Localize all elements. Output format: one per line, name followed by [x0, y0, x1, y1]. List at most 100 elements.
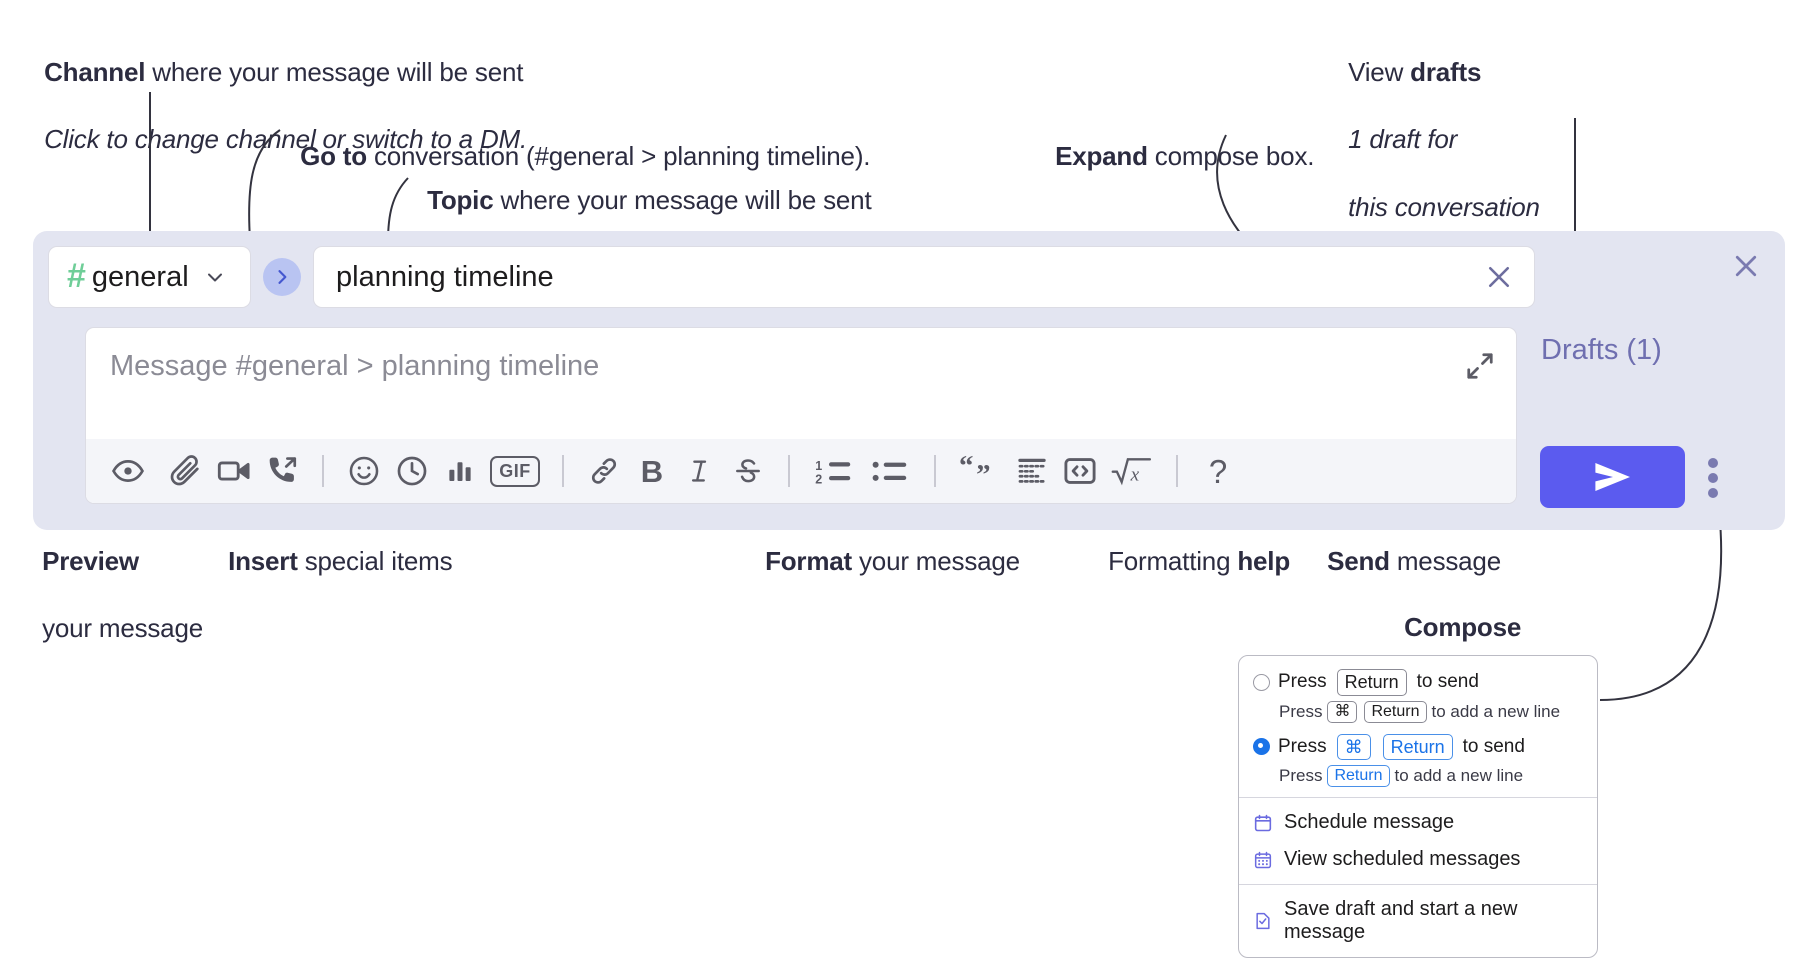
- kebab-dot: [1708, 473, 1718, 483]
- emoji-icon[interactable]: [340, 447, 388, 495]
- annotation-help-bold: help: [1237, 545, 1291, 576]
- formatting-toolbar: GIF B: [86, 439, 1516, 503]
- go-to-conversation-button[interactable]: [263, 258, 301, 296]
- topic-value: planning timeline: [336, 260, 554, 293]
- key-return: Return: [1336, 669, 1407, 696]
- toolbar-divider: [562, 455, 564, 487]
- question-mark-icon[interactable]: ?: [1194, 447, 1242, 495]
- menu-item-save-draft[interactable]: Save draft and start a new message: [1239, 891, 1597, 951]
- toolbar-divider: [1176, 455, 1178, 487]
- kebab-dot: [1708, 488, 1718, 498]
- huddle-phone-icon[interactable]: [258, 447, 306, 495]
- key-return: Return: [1364, 700, 1427, 723]
- annotation-goto-bold: Go to: [300, 140, 367, 171]
- annotation-topic-bold: Topic: [427, 184, 494, 215]
- calendar-schedule-icon: [1253, 813, 1273, 833]
- bar-chart-icon[interactable]: [436, 447, 484, 495]
- compose-options-popup: Press Return to send Press ⌘ Return to a…: [1238, 655, 1598, 958]
- annotation-format: Format your message: [751, 511, 1020, 579]
- composer-top-row: # general planning timeline: [48, 246, 1535, 308]
- send-option-return[interactable]: Press Return to send: [1239, 666, 1597, 699]
- calendar-grid-icon: [1253, 850, 1273, 870]
- svg-text:”: ”: [976, 459, 990, 487]
- annotation-topic-rest: where your message will be sent: [493, 184, 872, 215]
- annotation-insert-bold: Insert: [228, 545, 298, 576]
- bulleted-list-icon[interactable]: [862, 447, 918, 495]
- menu-item-label: Schedule message: [1284, 811, 1455, 833]
- svg-text:1: 1: [815, 459, 822, 473]
- math-icon[interactable]: x: [1104, 447, 1160, 495]
- annotation-format-rest: your message: [851, 545, 1020, 576]
- chevron-down-icon: [203, 265, 227, 289]
- kebab-dot: [1708, 458, 1718, 468]
- send-option-cmd-return-hint: Press Return to add a new line: [1239, 763, 1597, 789]
- menu-item-schedule-message[interactable]: Schedule message: [1239, 804, 1597, 841]
- annotation-channel-bold: Channel: [44, 56, 146, 87]
- annotation-insert: Insert special items: [214, 511, 453, 579]
- hash-icon: #: [67, 257, 86, 295]
- eye-icon[interactable]: [104, 447, 152, 495]
- annotation-drafts-italic-2: this conversation: [1348, 191, 1540, 222]
- annotation-expand-rest: compose box.: [1147, 140, 1315, 171]
- link-icon[interactable]: [580, 447, 628, 495]
- compose-options-menu-button[interactable]: [1700, 455, 1726, 501]
- svg-text:2: 2: [815, 473, 822, 487]
- send-option-cmd-return[interactable]: Press ⌘ Return to send: [1239, 731, 1597, 764]
- topic-input[interactable]: planning timeline: [313, 246, 1535, 308]
- annotation-drafts: View drafts 1 draft for this conversatio…: [1334, 22, 1540, 225]
- toolbar-divider: [322, 455, 324, 487]
- popup-save-draft-section: Save draft and start a new message: [1239, 885, 1597, 957]
- annotation-drafts-bold: drafts: [1410, 56, 1482, 87]
- annotation-expand: Expand compose box.: [1041, 106, 1314, 174]
- popup-actions: Schedule message View scheduled messages: [1239, 798, 1597, 884]
- code-block-icon[interactable]: [1008, 447, 1056, 495]
- clock-icon[interactable]: [388, 447, 436, 495]
- ordered-list-icon[interactable]: 1 2: [806, 447, 862, 495]
- code-icon[interactable]: [1056, 447, 1104, 495]
- save-draft-icon: [1253, 911, 1273, 931]
- gif-icon[interactable]: GIF: [484, 447, 546, 495]
- compose-panel: # general planning timeline Message #gen…: [33, 231, 1785, 530]
- message-placeholder: Message #general > planning timeline: [110, 350, 600, 382]
- message-input[interactable]: Message #general > planning timeline: [86, 328, 1516, 439]
- key-command: ⌘: [1327, 700, 1358, 723]
- annotation-format-bold: Format: [765, 545, 852, 576]
- strikethrough-icon[interactable]: [724, 447, 772, 495]
- bold-icon[interactable]: B: [628, 447, 676, 495]
- radio-button[interactable]: [1253, 673, 1270, 691]
- clear-topic-icon[interactable]: [1482, 260, 1516, 294]
- radio-button-selected[interactable]: [1253, 738, 1270, 756]
- send-button[interactable]: [1540, 446, 1685, 508]
- toolbar-divider: [934, 455, 936, 487]
- annotation-preview: Preview your message: [28, 511, 203, 646]
- annotation-compose-options-bold-1: Compose: [1404, 611, 1522, 642]
- send-option-return-hint: Press ⌘ Return to add a new line: [1239, 699, 1597, 725]
- option-prefix: Press: [1278, 735, 1327, 757]
- key-return: Return: [1327, 765, 1390, 787]
- hint-prefix: Press: [1279, 766, 1323, 785]
- expand-compose-icon[interactable]: [1462, 348, 1498, 384]
- option-suffix: to send: [1416, 671, 1479, 693]
- option-prefix: Press: [1278, 671, 1327, 693]
- channel-selector[interactable]: # general: [48, 246, 251, 308]
- paperclip-icon[interactable]: [162, 447, 210, 495]
- annotation-drafts-plain: View: [1348, 56, 1411, 87]
- key-command: ⌘: [1336, 733, 1371, 760]
- italic-icon[interactable]: [676, 447, 724, 495]
- annotation-goto: Go to conversation (#general > planning …: [286, 106, 870, 174]
- blockquote-icon[interactable]: “ ”: [952, 447, 1008, 495]
- svg-text:“: “: [959, 455, 973, 482]
- svg-text:x: x: [1130, 465, 1140, 486]
- close-icon[interactable]: [1729, 249, 1763, 283]
- annotation-send-bold: Send: [1327, 545, 1390, 576]
- annotation-goto-rest: conversation (#general > planning timeli…: [366, 140, 871, 171]
- option-suffix: to send: [1462, 735, 1525, 757]
- menu-item-view-scheduled[interactable]: View scheduled messages: [1239, 841, 1597, 878]
- message-box: Message #general > planning timeline: [85, 327, 1517, 504]
- popup-divider: [1239, 884, 1597, 885]
- drafts-link[interactable]: Drafts (1): [1541, 334, 1662, 366]
- annotation-channel-rest: where your message will be sent: [145, 56, 524, 87]
- send-behavior-options: Press Return to send Press ⌘ Return to a…: [1239, 656, 1597, 797]
- menu-item-label: Save draft and start a new message: [1284, 898, 1518, 943]
- video-camera-icon[interactable]: [210, 447, 258, 495]
